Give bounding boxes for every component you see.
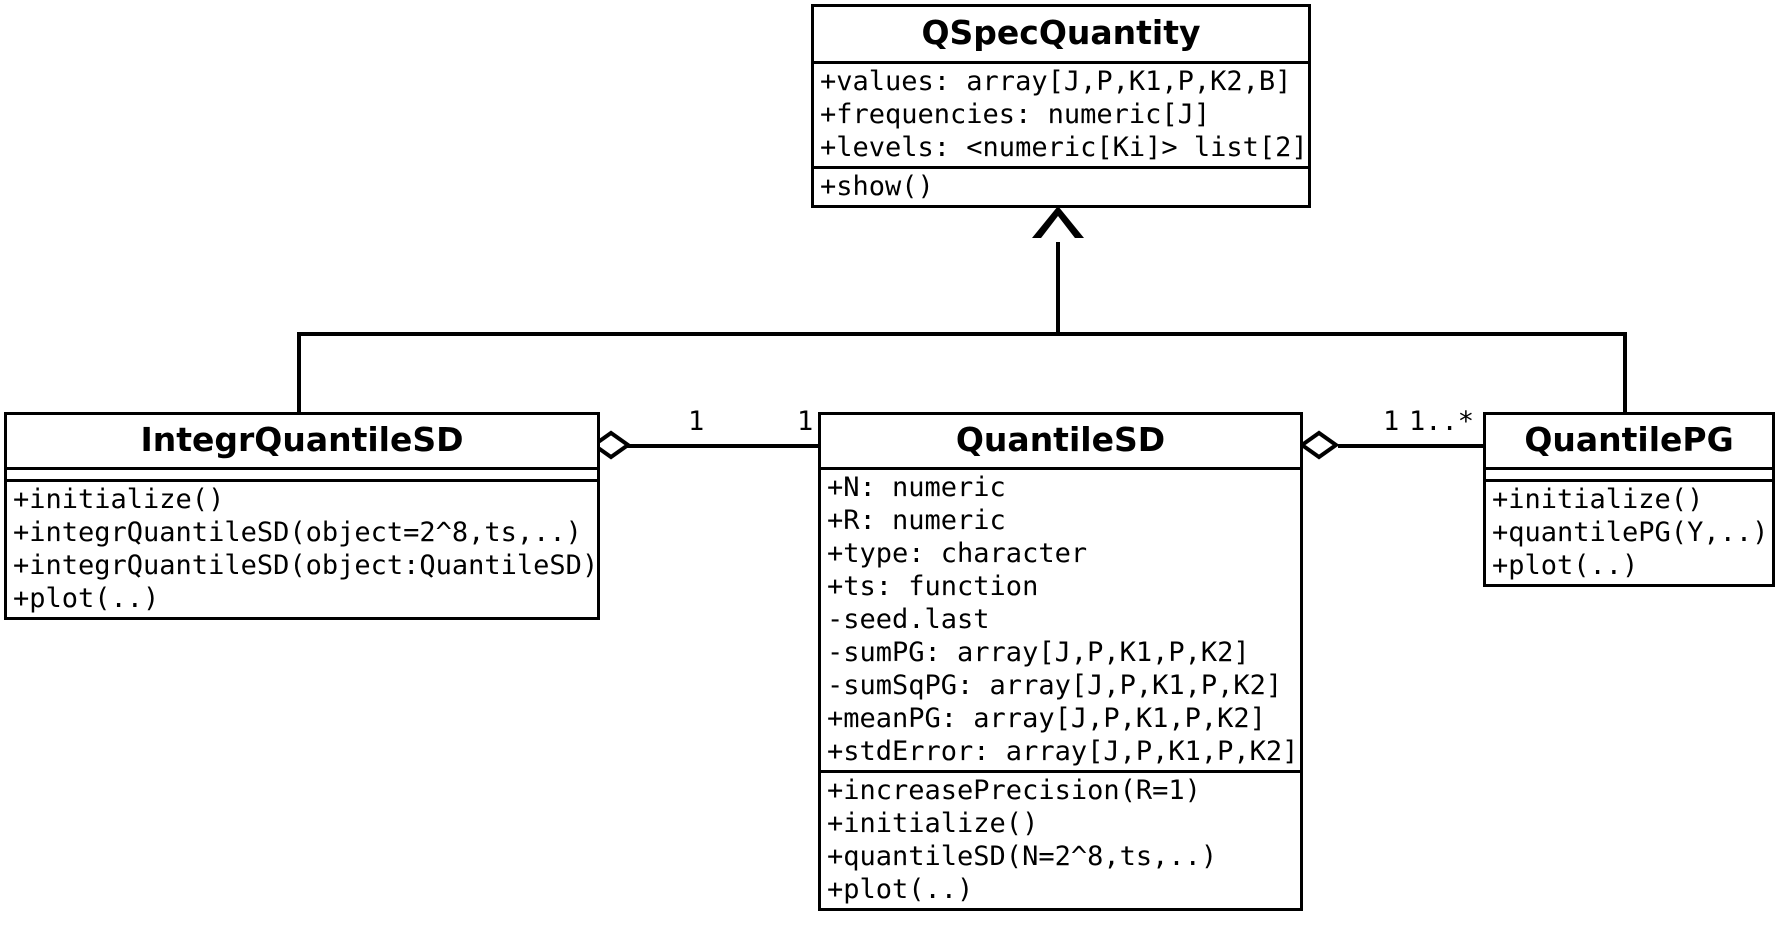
class-box-qspecquantity[interactable]: QSpecQuantity +values: array[J,P,K1,P,K2… [811, 4, 1311, 208]
attribute-row: +values: array[J,P,K1,P,K2,B] [820, 66, 1292, 97]
class-title-quantilesd: QuantileSD [955, 420, 1166, 459]
class-attributes-quantilepg [1486, 467, 1772, 479]
association-left-target-multiplicity: 1 [797, 406, 814, 437]
aggregation-diamond-right-icon [1300, 430, 1340, 460]
attribute-row: -seed.last [827, 604, 990, 635]
generalization-branch-integrquantilesd [297, 332, 301, 414]
class-operations-quantilepg: +initialize() +quantilePG(Y,..) +plot(..… [1486, 479, 1772, 584]
generalization-bus-horizontal [297, 332, 1627, 336]
operation-row: +initialize() [827, 808, 1039, 839]
operation-row: +quantileSD(N=2^8,ts,..) [827, 841, 1218, 872]
operation-row: +increasePrecision(R=1) [827, 775, 1201, 806]
association-right-source-multiplicity: 1 [1383, 406, 1400, 437]
class-attributes-qspecquantity: +values: array[J,P,K1,P,K2,B] +frequenci… [814, 61, 1308, 166]
attribute-row: +N: numeric [827, 472, 1006, 503]
association-left-source-multiplicity: 1 [688, 406, 705, 437]
operation-row: +initialize() [13, 484, 225, 515]
class-operations-quantilesd: +increasePrecision(R=1) +initialize() +q… [821, 770, 1300, 908]
operation-row: +quantilePG(Y,..) [1492, 517, 1769, 548]
association-right-line [1338, 444, 1483, 448]
class-box-quantilesd[interactable]: QuantileSD +N: numeric +R: numeric +type… [818, 412, 1303, 911]
attribute-row: +frequencies: numeric[J] [820, 99, 1211, 130]
operation-row: +initialize() [1492, 484, 1704, 515]
class-title-quantilepg: QuantilePG [1524, 420, 1734, 459]
generalization-stem-vertical [1056, 236, 1060, 336]
attribute-row: +R: numeric [827, 505, 1006, 536]
generalization-arrowhead-inner-icon [1038, 216, 1078, 242]
attribute-row: +ts: function [827, 571, 1039, 602]
attribute-row: -sumPG: array[J,P,K1,P,K2] [827, 637, 1250, 668]
association-right-target-multiplicity: 1..* [1409, 406, 1475, 437]
attribute-row: +levels: <numeric[Ki]> list[2] [820, 132, 1308, 163]
attribute-row: +meanPG: array[J,P,K1,P,K2] [827, 703, 1266, 734]
class-operations-integrquantilesd: +initialize() +integrQuantileSD(object=2… [7, 479, 599, 617]
class-operations-qspecquantity: +show() [814, 166, 1308, 205]
class-attributes-quantilesd: +N: numeric +R: numeric +type: character… [821, 467, 1300, 770]
attribute-row: +type: character [827, 538, 1088, 569]
operation-row: +show() [820, 171, 934, 202]
class-title-qspecquantity: QSpecQuantity [921, 13, 1201, 52]
operation-row: +plot(..) [827, 874, 974, 905]
attribute-row: -sumSqPG: array[J,P,K1,P,K2] [827, 670, 1283, 701]
operation-row: +plot(..) [1492, 550, 1639, 581]
aggregation-diamond-left-icon [592, 430, 632, 460]
operation-row: +integrQuantileSD(object=2^8,ts,..) [13, 517, 582, 548]
operation-row: +integrQuantileSD(object:QuantileSD) [13, 550, 599, 581]
class-box-integrquantilesd[interactable]: IntegrQuantileSD +initialize() +integrQu… [4, 412, 600, 620]
association-left-line [600, 444, 822, 448]
operation-row: +plot(..) [13, 583, 160, 614]
class-attributes-integrquantilesd [7, 467, 597, 479]
class-box-quantilepg[interactable]: QuantilePG +initialize() +quantilePG(Y,.… [1483, 412, 1775, 587]
class-title-integrquantilesd: IntegrQuantileSD [140, 420, 464, 459]
generalization-branch-quantilepg [1623, 332, 1627, 414]
attribute-row: +stdError: array[J,P,K1,P,K2] [827, 736, 1299, 767]
